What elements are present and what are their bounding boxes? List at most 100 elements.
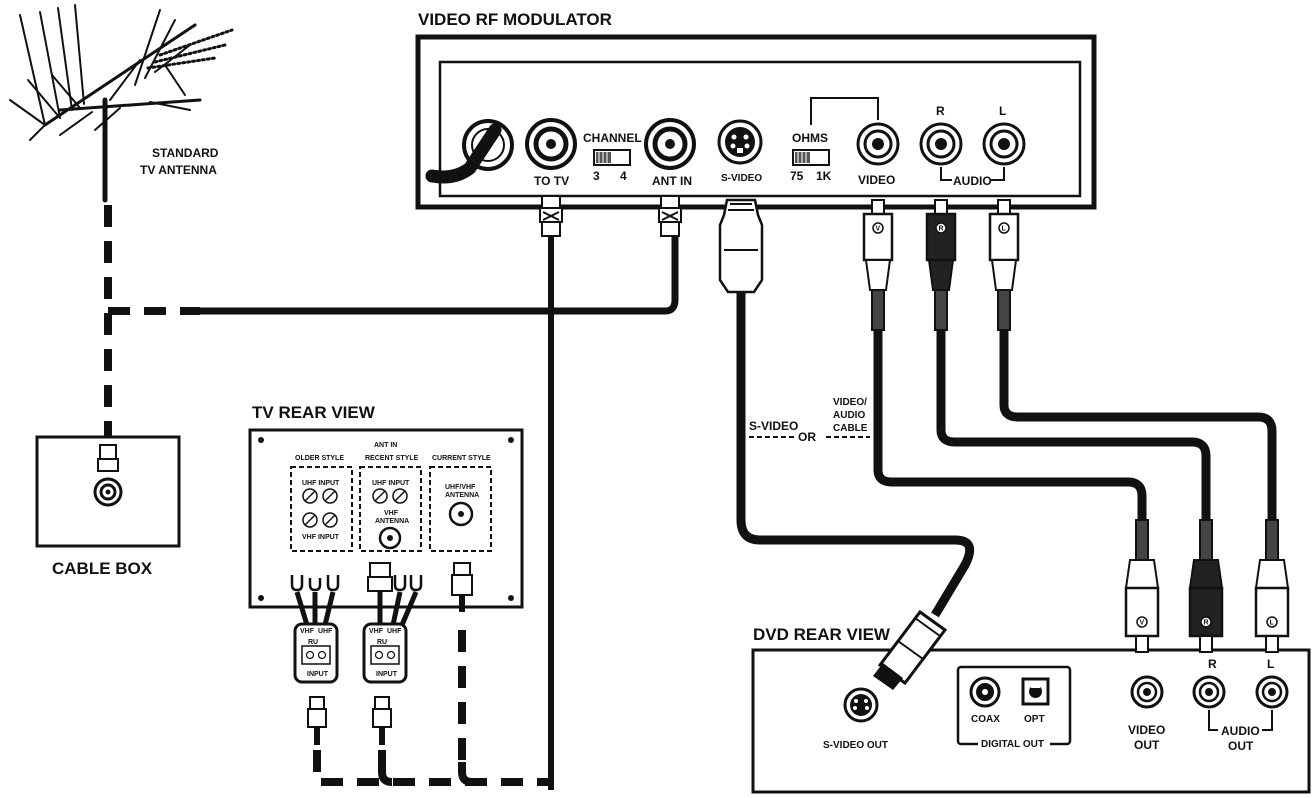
current-style-label: CURRENT STYLE — [432, 455, 491, 462]
cable-box-connector — [93, 444, 123, 507]
older-balun-vhf: VHF — [300, 628, 315, 635]
recent-balun-mark: RU — [377, 639, 387, 646]
video-plug-bottom: V — [1124, 519, 1160, 653]
older-vhf-input-label: VHF INPUT — [302, 534, 340, 541]
audio-in-label: AUDIO — [953, 174, 992, 188]
power-cord — [425, 119, 514, 184]
channel-switch[interactable] — [593, 149, 631, 166]
channel-4-label: 4 — [620, 169, 627, 183]
older-balun-uhf: UHF — [318, 628, 333, 635]
tv-ant-in-label: ANT IN — [374, 442, 397, 449]
audio-left-plug-top: L — [988, 199, 1020, 331]
audio-left-plug-top-mark: L — [1002, 226, 1007, 233]
recent-balun-transformer: RU VHF UHF INPUT — [362, 622, 408, 684]
svideo-out-label: S-VIDEO OUT — [823, 740, 888, 751]
svideo-plug — [718, 198, 764, 294]
video-in-label: VIDEO — [858, 173, 895, 187]
svideo-in-connector — [717, 119, 763, 165]
older-balun-transformer: RU VHF UHF INPUT — [293, 622, 339, 684]
ohms-1k-label: 1K — [816, 169, 832, 183]
channel-label: CHANNEL — [583, 131, 642, 145]
video-plug-top-mark: V — [876, 226, 881, 233]
dvd-video-out-label: OUT — [1134, 738, 1160, 752]
choice-video-audio-line3: CABLE — [833, 423, 868, 434]
recent-vhf-label: VHF — [384, 510, 399, 517]
tv-dashed-return-recent — [378, 750, 393, 786]
svideo-in-label: S-VIDEO — [721, 173, 762, 184]
audio-right-plug-top-mark: R — [939, 226, 944, 233]
current-style-box — [429, 466, 492, 552]
choice-video-audio-line2: AUDIO — [833, 410, 865, 421]
audio-left-cable — [999, 330, 1277, 520]
digital-out-box — [956, 665, 1072, 746]
optical-out-jack — [1021, 677, 1050, 706]
to-tv-label: TO TV — [534, 174, 569, 188]
recent-antenna-label: ANTENNA — [375, 518, 409, 525]
svideo-out-connector — [843, 687, 879, 723]
audio-left-plug-bottom-mark: L — [1270, 620, 1275, 627]
dvd-audio-right-label: R — [1208, 657, 1217, 671]
ohms-label: OHMS — [792, 131, 828, 145]
ant-in-connector — [644, 118, 696, 170]
recent-balun-uhf: UHF — [387, 628, 402, 635]
tv-screw-right — [508, 437, 514, 443]
audio-right-out-jack — [1192, 675, 1226, 709]
dvd-audio-out-label: OUT — [1228, 739, 1254, 753]
audio-right-plug-top: R — [925, 199, 957, 331]
ohms-switch[interactable] — [792, 149, 830, 166]
audio-left-label: L — [999, 104, 1006, 118]
to-tv-plug — [539, 195, 563, 237]
video-plug-top: V — [862, 199, 894, 331]
digital-out-label: DIGITAL OUT — [981, 739, 1044, 750]
audio-left-out-jack — [1255, 675, 1289, 709]
older-uhf-input-label: UHF INPUT — [302, 480, 340, 487]
antenna-label-line2: TV ANTENNA — [140, 163, 217, 177]
dvd-audio-left-label: L — [1267, 657, 1274, 671]
current-uhf-vhf-connector — [448, 501, 474, 527]
channel-3-label: 3 — [593, 169, 600, 183]
antenna-to-ant-in-cable — [200, 235, 679, 315]
video-in-jack — [856, 122, 900, 166]
older-balun-input: INPUT — [307, 671, 329, 678]
older-style-box — [290, 466, 353, 552]
audio-bracket — [940, 167, 1005, 181]
dvd-title: DVD REAR VIEW — [753, 625, 891, 644]
recent-coax-plug — [372, 696, 392, 745]
antenna-label-line1: STANDARD — [152, 146, 219, 160]
recent-uhf-terminals — [372, 488, 408, 504]
ohms-bracket — [810, 97, 879, 125]
recent-style-box — [359, 466, 422, 552]
ant-in-plug — [658, 195, 682, 237]
tv-antenna — [9, 4, 234, 203]
recent-style-label: RECENT STYLE — [365, 455, 419, 462]
coax-out-jack — [969, 676, 1001, 708]
older-style-label: OLDER STYLE — [295, 455, 344, 462]
audio-right-plug-bottom: R — [1188, 519, 1224, 653]
older-spade-leads — [290, 575, 340, 626]
to-tv-connector — [525, 118, 577, 170]
audio-right-plug-bottom-mark: R — [1204, 620, 1209, 627]
older-balun-mark: RU — [308, 639, 318, 646]
svideo-cable — [736, 290, 975, 618]
current-uhf-vhf-label: UHF/VHF — [445, 484, 476, 491]
recent-vhf-connector — [378, 526, 402, 550]
audio-left-plug-bottom: L — [1254, 519, 1290, 653]
tv-screw-left — [258, 437, 264, 443]
current-coax-plug — [451, 562, 473, 612]
audio-right-label: R — [936, 104, 945, 118]
dvd-audio-label: AUDIO — [1221, 724, 1260, 738]
ohms-75-label: 75 — [790, 169, 804, 183]
audio-right-cable — [936, 330, 1211, 520]
audio-left-in-jack — [982, 122, 1026, 166]
video-plug-bottom-mark: V — [1140, 620, 1145, 627]
choice-video-audio-line1: VIDEO/ — [833, 397, 867, 408]
recent-balun-vhf: VHF — [369, 628, 384, 635]
tv-screw-bottom-right — [508, 595, 514, 601]
svideo-plug-dvd — [873, 609, 948, 690]
tv-dashed-return — [313, 750, 551, 786]
choice-svideo-label: S-VIDEO — [749, 419, 798, 433]
tv-screw-bottom-left — [258, 595, 264, 601]
ant-in-label: ANT IN — [652, 174, 692, 188]
older-coax-plug — [307, 696, 327, 745]
